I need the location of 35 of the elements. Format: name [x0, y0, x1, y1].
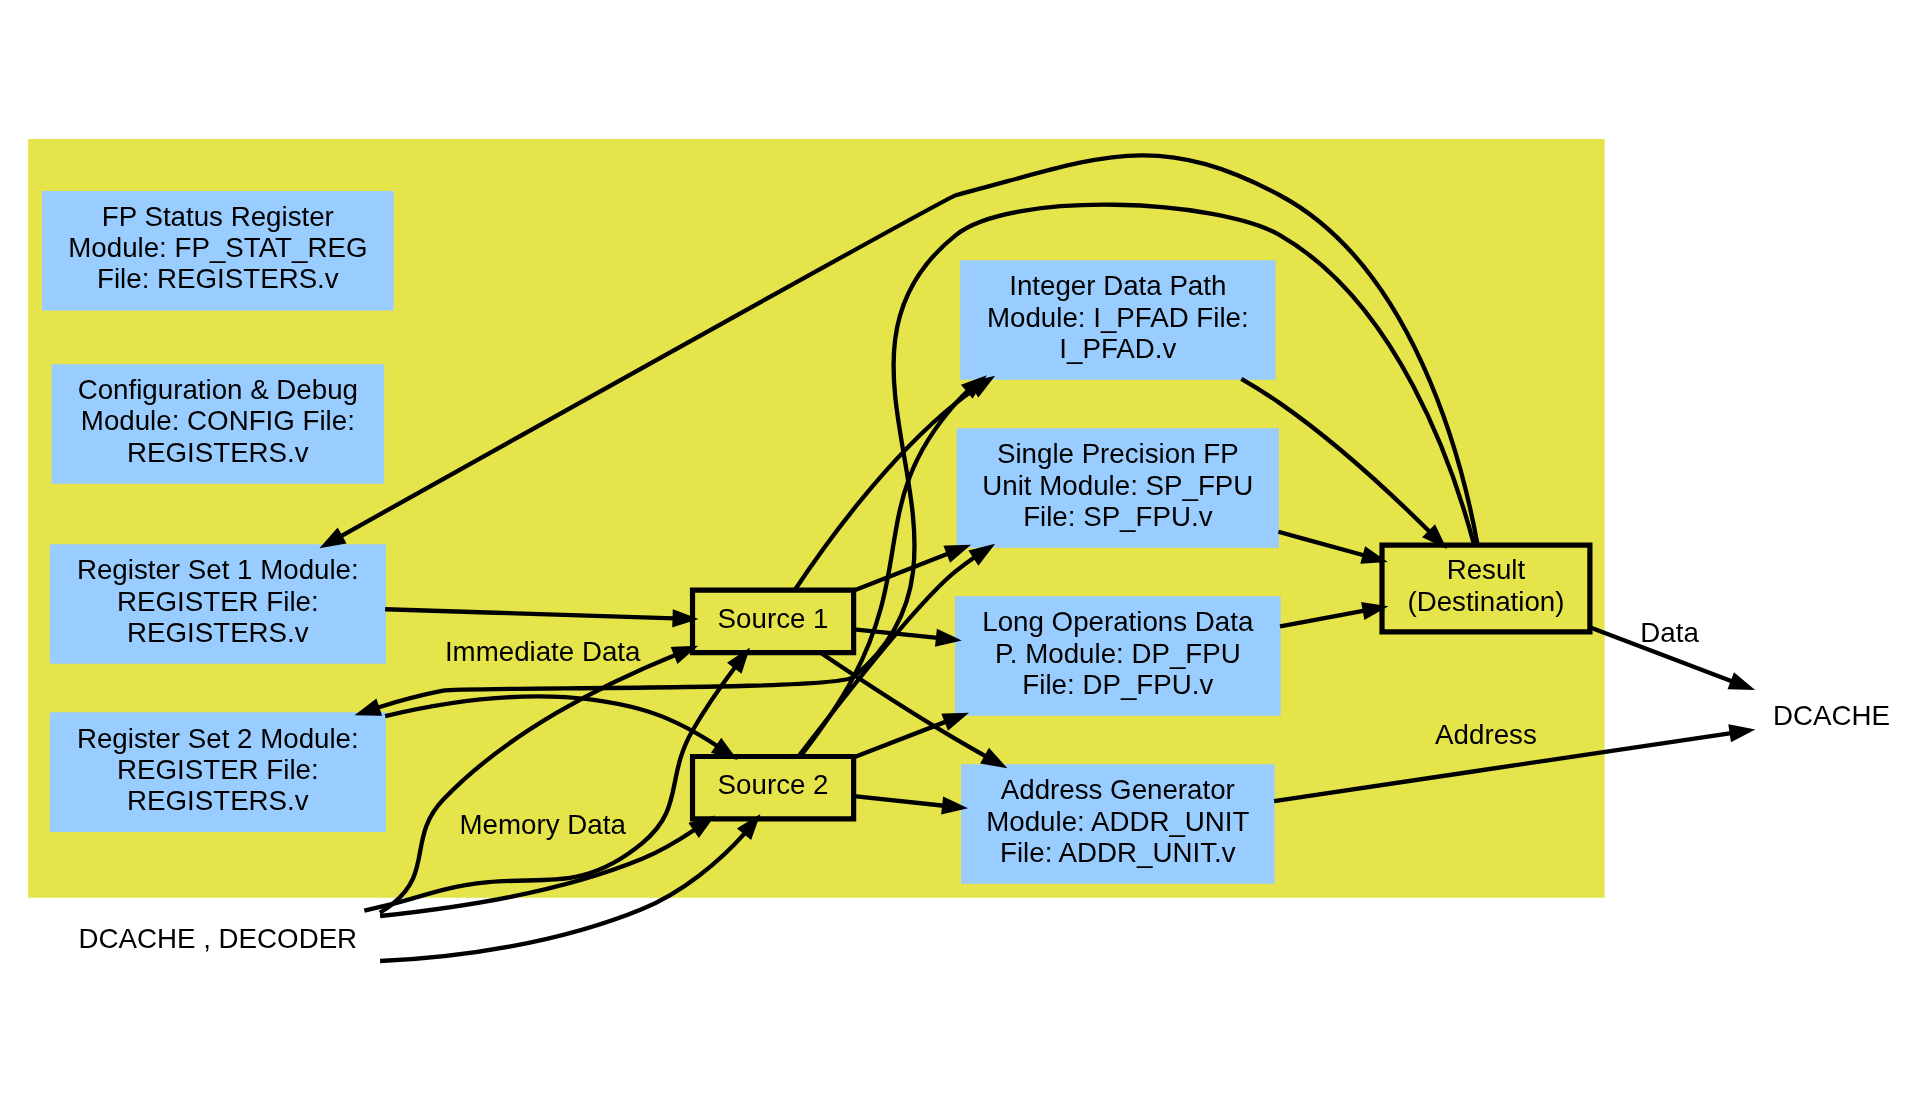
arrow	[1279, 602, 1389, 629]
cluster	[28, 138, 1605, 898]
arrow	[853, 794, 968, 815]
arrow	[798, 375, 987, 758]
edge-label: Immediate Data	[444, 635, 641, 667]
arrow	[384, 694, 738, 760]
edge-label: Data	[1640, 616, 1699, 648]
arrow	[853, 627, 962, 647]
node-box: Register Set 2 Module: REGISTER File: REGISTERS.v	[49, 712, 386, 832]
arrow	[385, 607, 699, 628]
node-box: Register Set 1 Module: REGISTER File: REGISTERS.v	[49, 544, 386, 664]
arrow	[853, 544, 971, 593]
node-text: DCACHE	[1773, 699, 1891, 731]
node-text: DCACHE , DECODER	[78, 923, 358, 955]
node-box: Source 1	[689, 587, 857, 656]
arrow	[378, 645, 699, 915]
node-box: Address Generator Module: ADDR_UNIT File: ADDR_UNIT.v	[961, 764, 1275, 884]
arrow	[797, 543, 996, 758]
node-box: Result (Destination)	[1379, 542, 1593, 635]
arrow	[1589, 625, 1756, 691]
arrow	[363, 647, 751, 913]
edge-label: Address	[1435, 719, 1537, 751]
node-box: Configuration & Debug Module: CONFIG File: REGISTERS.v	[51, 364, 385, 484]
arrow	[379, 813, 761, 964]
node-box: FP Status Register Module: FP_STAT_REG File: REGISTERS.v	[42, 190, 394, 311]
node-box: Integer Data Path Module: I_PFAD File: I_PFAD.v	[960, 260, 1276, 380]
edge-label: Memory Data	[459, 809, 626, 841]
arrow	[1273, 724, 1756, 804]
node-box: Long Operations Data P. Module: DP_FPU File: DP_FPU.v	[954, 596, 1281, 716]
arrow	[1240, 377, 1447, 550]
arrow	[379, 815, 716, 919]
node-box: Source 2	[689, 753, 857, 822]
arrow	[1277, 529, 1388, 564]
node-box: Single Precision FP Unit Module: SP_FPU File: SP_FPU.v	[956, 428, 1279, 548]
arrow	[853, 712, 969, 760]
